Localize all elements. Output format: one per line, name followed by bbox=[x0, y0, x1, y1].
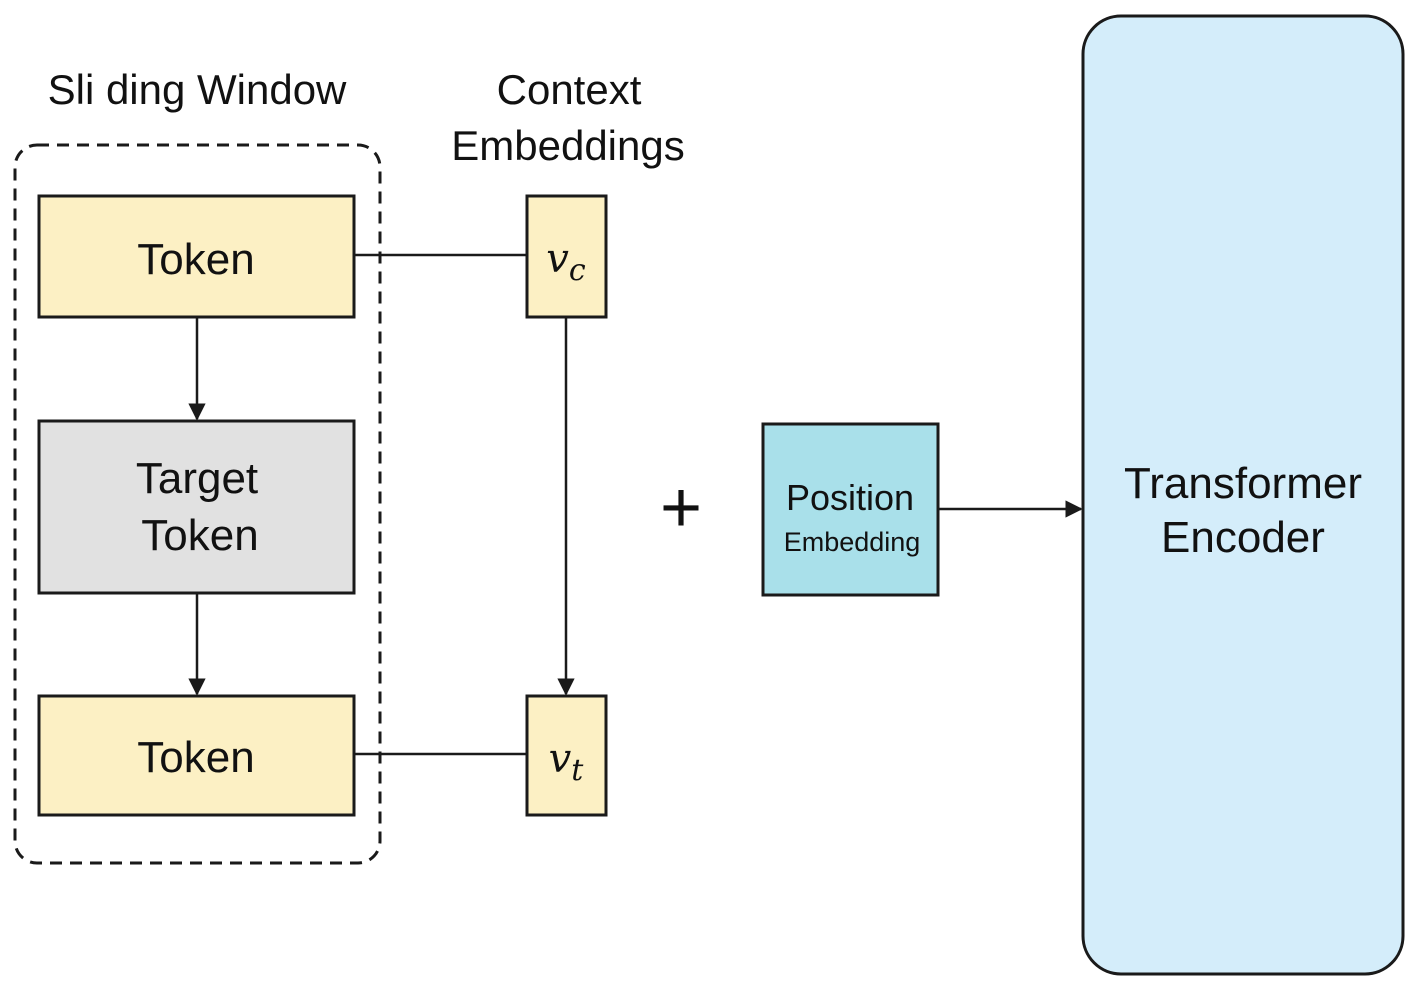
position-embedding-label-line1: Position bbox=[786, 477, 914, 518]
vt-embedding-label: vt bbox=[549, 736, 585, 788]
transformer-encoder-label-line2: Encoder bbox=[1161, 513, 1325, 562]
bottom-token-box bbox=[37, 694, 356, 817]
top-token-label: Token bbox=[137, 235, 254, 284]
position-embedding-label-line2: Embedding bbox=[784, 527, 921, 557]
vc-symbol: v bbox=[546, 236, 569, 282]
vt-subscript: t bbox=[571, 753, 584, 788]
vt-embedding-box bbox=[525, 694, 608, 817]
vt-symbol: v bbox=[549, 736, 572, 782]
target-token-label-line1: Target bbox=[136, 454, 258, 503]
plus-sign: + bbox=[660, 468, 702, 548]
context-embeddings-title-line2: Embeddings bbox=[451, 122, 684, 169]
vc-subscript: c bbox=[569, 253, 586, 288]
target-token-label-line2: Token bbox=[141, 511, 258, 560]
context-embeddings-title-line1: Context bbox=[497, 66, 642, 113]
transformer-encoder-label-line1: Transformer bbox=[1124, 459, 1362, 508]
position-embedding-box bbox=[761, 422, 940, 597]
transformer-encoder-box bbox=[1081, 14, 1405, 976]
bottom-token-label: Token bbox=[137, 733, 254, 782]
target-token-box bbox=[37, 419, 356, 595]
top-token-box bbox=[37, 194, 356, 319]
vc-embedding-label: vc bbox=[546, 236, 586, 288]
sliding-window-title: Sli ding Window bbox=[48, 66, 347, 113]
sliding-window-frame bbox=[13, 143, 382, 865]
